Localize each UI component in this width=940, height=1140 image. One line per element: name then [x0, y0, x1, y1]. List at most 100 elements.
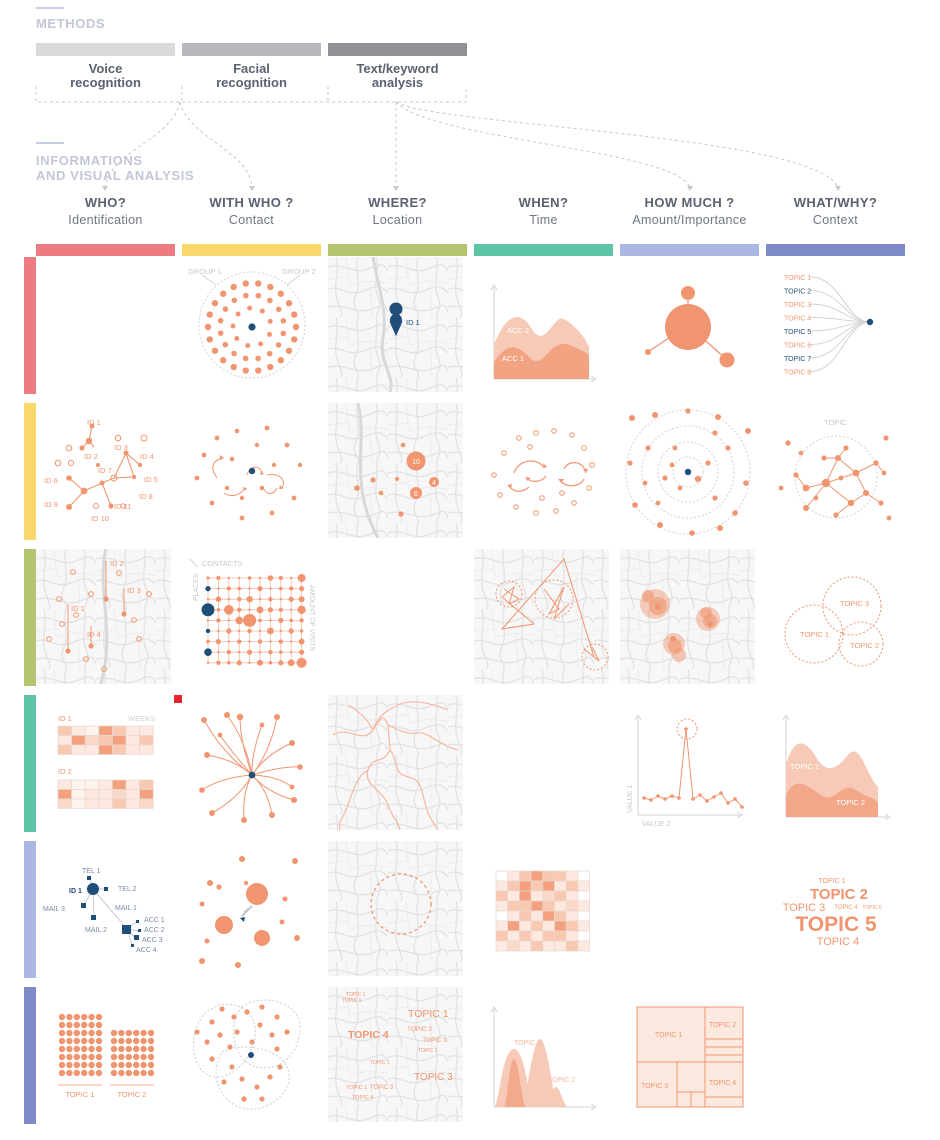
unit-dot-a [58, 1029, 66, 1037]
amount-dot [725, 445, 731, 451]
group-dot [206, 311, 213, 318]
unit-dot-b [140, 1029, 147, 1037]
topic-network-dot [838, 475, 844, 481]
heat-grid-cell [507, 920, 520, 932]
orbit-dot [248, 467, 256, 475]
unit-dot-a [88, 1013, 95, 1021]
overlap-dot [259, 1096, 265, 1102]
amount-dot [632, 502, 638, 508]
spike-dot [656, 794, 660, 798]
wc-t6: TOPIC 6 [862, 905, 882, 911]
method-facial-line1: Facial [233, 61, 270, 76]
area-chart-graphic: ACC 2 ACC 1 [490, 284, 597, 383]
orbit-dot [224, 485, 230, 491]
radial-line [251, 774, 273, 816]
group-dot [247, 305, 253, 311]
matrix-dot [290, 640, 293, 643]
group-dot [285, 347, 293, 354]
heat-grid-cell [554, 940, 567, 952]
unit-dot-b [125, 1037, 132, 1045]
places-label: PLACES [193, 573, 200, 601]
matrix-dot [267, 627, 274, 635]
cell-r3c4-map-path [474, 549, 609, 684]
topic-flow-label: TOPIC 3 [784, 302, 811, 309]
group-dot [235, 311, 241, 317]
heat-grid-cell [530, 920, 544, 932]
topic-network-graphic: TOPIC [778, 418, 892, 521]
spike-dot [670, 794, 674, 798]
amount-dot [685, 408, 691, 414]
heat-grid-cell [565, 900, 579, 912]
matrix-dot [248, 640, 251, 643]
group-dot [255, 367, 262, 374]
method-connectors [35, 86, 841, 191]
contacts-label: CONTACTS [202, 559, 243, 568]
unit-dot-b [110, 1037, 118, 1045]
cell-r1c2-group-network: GROUP 1 GROUP 2 [182, 257, 317, 392]
matrix-dot [248, 587, 251, 590]
heat-week-cell [57, 735, 72, 746]
matrix-dot [257, 659, 263, 666]
col-who-title: WHO? [84, 195, 127, 210]
matrix-dot [288, 596, 294, 602]
acc2-label: ACC 2 [507, 326, 529, 335]
unit-dot-b [118, 1045, 125, 1053]
cell-r5c3-map-area [328, 841, 463, 976]
heat-grid-cell [507, 870, 520, 882]
matrix-dot [267, 607, 273, 613]
unit-dot-a [88, 1061, 95, 1069]
group-dot [266, 350, 273, 357]
venn-t2: TOPIC 2 [850, 641, 879, 650]
heat-week-cell [139, 735, 154, 746]
heat-grid-cell [542, 930, 555, 942]
stream-t1: TOPIC 1 [790, 762, 819, 771]
matrix-dot [279, 586, 283, 591]
matrix-dot [258, 618, 262, 623]
group-dot [242, 280, 249, 287]
mt-t3: TOPIC 3 [423, 1038, 447, 1044]
radial-dot [209, 810, 215, 816]
radial-line [251, 774, 293, 788]
unit-dot-a [88, 1045, 95, 1053]
matrix-dot [237, 639, 242, 644]
id8: ID 8 [139, 492, 153, 501]
value2-axis: VALUE 2 [642, 821, 670, 828]
heat-grid-cell [565, 880, 579, 892]
orbit-dot [229, 456, 235, 462]
heat-grid-cell [519, 930, 532, 942]
group-dot [267, 331, 273, 337]
tm-t2: TOPIC 2 [709, 1022, 736, 1029]
heat-week-cell [98, 725, 113, 736]
heat-week-cell [84, 735, 100, 746]
col-when-title: WHEN? [518, 195, 569, 210]
heat-week-cell [112, 744, 127, 755]
unit-dot-a [58, 1021, 66, 1029]
heat-week-cell [98, 779, 113, 790]
overlap-dot [209, 1056, 215, 1062]
matrix-dot [268, 661, 273, 665]
unit-dot-a [88, 1037, 95, 1045]
unit-dot-b [140, 1037, 147, 1045]
group-network-graphic: GROUP 1 GROUP 2 [188, 267, 316, 379]
info-rule [36, 142, 64, 144]
unit-dot-b [125, 1061, 132, 1069]
heat-grid-cell [577, 940, 590, 952]
row-bar-6 [24, 987, 36, 1124]
overlap-dot [267, 1074, 273, 1080]
unit-dot-a [88, 1053, 95, 1061]
matrix-dot [299, 629, 304, 633]
amount-dot [627, 460, 633, 466]
radial-dot [289, 740, 295, 746]
heat-grid-cell [554, 870, 567, 882]
method-voice-line2: recognition [70, 75, 141, 90]
unit-dot-b [110, 1045, 118, 1053]
topic-flow-line [809, 276, 871, 323]
matrix-dot [237, 607, 242, 612]
heat-grid-cell [542, 940, 555, 952]
mail2: MAIL 2 [85, 927, 107, 934]
cell-r3c6-venn: TOPIC 1 TOPIC 3 TOPIC 2 [766, 549, 901, 684]
topic-network-dot [802, 484, 810, 492]
method-voice-line1: Voice [88, 61, 123, 76]
unit-dot-b [125, 1045, 132, 1053]
topic-network-dot [813, 495, 819, 501]
